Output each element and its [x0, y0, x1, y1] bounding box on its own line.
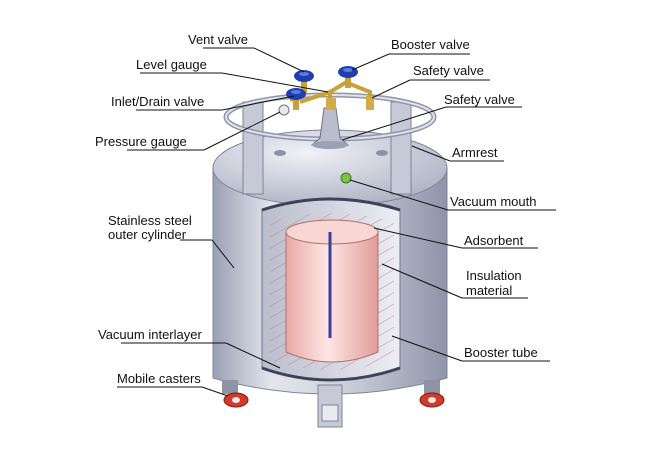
label-insulation-line1: Insulation	[466, 268, 522, 283]
label-vacuum-mouth: Vacuum mouth	[450, 194, 536, 209]
pressure-gauge-icon	[279, 105, 289, 115]
label-pressure-gauge: Pressure gauge	[95, 134, 187, 149]
vacuum-mouth-icon	[341, 173, 351, 183]
label-vent-valve: Vent valve	[188, 32, 248, 47]
label-stainless-steel-line1: Stainless steel	[108, 213, 192, 228]
label-inlet-drain-valve: Inlet/Drain valve	[111, 94, 204, 109]
label-safety-valve-lower: Safety valve	[444, 92, 515, 107]
label-insulation-line2: material	[466, 283, 512, 298]
label-vacuum-interlayer: Vacuum interlayer	[98, 327, 202, 342]
label-armrest: Armrest	[452, 145, 498, 160]
base	[318, 385, 342, 427]
valve-assembly	[279, 66, 374, 115]
label-booster-tube: Booster tube	[464, 345, 538, 360]
label-booster-valve: Booster valve	[391, 37, 470, 52]
label-level-gauge: Level gauge	[136, 57, 207, 72]
neck-cone	[312, 108, 348, 149]
inner-vessel	[286, 220, 378, 362]
label-stainless-steel-line2: outer cylinder	[108, 227, 186, 242]
cutaway-section	[262, 199, 400, 380]
label-safety-valve-top: Safety valve	[413, 63, 484, 78]
label-mobile-casters: Mobile casters	[117, 371, 201, 386]
label-adsorbent: Adsorbent	[464, 233, 523, 248]
